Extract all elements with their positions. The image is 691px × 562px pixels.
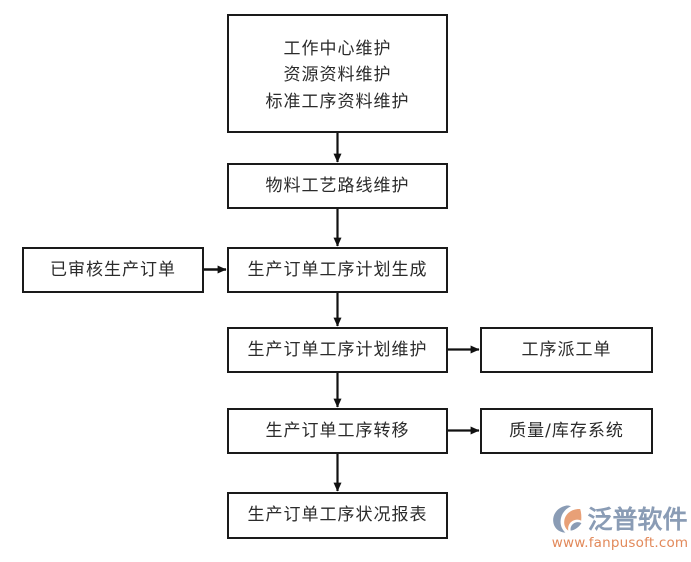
node-basic-data-line-3: 标准工序资料维护 [265,91,410,112]
node-plan-generate[interactable]: 生产订单工序计划生成 [227,247,448,293]
node-status-report-label: 生产订单工序状况报表 [247,505,428,526]
brand-top-row: 泛普软件 [552,503,688,535]
node-qc-inventory[interactable]: 质量/库存系统 [480,408,653,454]
brand-url: www.fanpusoft.com [551,535,689,551]
node-status-report[interactable]: 生产订单工序状况报表 [227,492,448,539]
node-approved-order[interactable]: 已审核生产订单 [22,247,204,293]
node-basic-data-line-1: 工作中心维护 [283,38,392,59]
brand-name: 泛普软件 [587,504,688,534]
node-basic-data-line-2: 资源资料维护 [283,65,392,86]
node-transfer[interactable]: 生产订单工序转移 [227,408,448,454]
node-plan-maintain-label: 生产订单工序计划维护 [247,339,428,360]
fanpusoft-logo-icon [553,505,582,533]
node-plan-generate-label: 生产订单工序计划生成 [247,259,428,280]
node-qc-inventory-label: 质量/库存系统 [509,420,624,441]
node-dispatch-label: 工序派工单 [521,339,612,360]
node-plan-maintain[interactable]: 生产订单工序计划维护 [227,327,448,373]
node-transfer-label: 生产订单工序转移 [265,420,410,441]
brand-watermark: 泛普软件 www.fanpusoft.com [552,503,688,555]
node-basic-data[interactable]: 工作中心维护 资源资料维护 标准工序资料维护 [227,14,448,133]
node-approved-order-label: 已审核生产订单 [50,259,176,280]
node-routing[interactable]: 物料工艺路线维护 [227,163,448,209]
node-dispatch[interactable]: 工序派工单 [480,327,653,373]
node-routing-label: 物料工艺路线维护 [265,175,410,196]
